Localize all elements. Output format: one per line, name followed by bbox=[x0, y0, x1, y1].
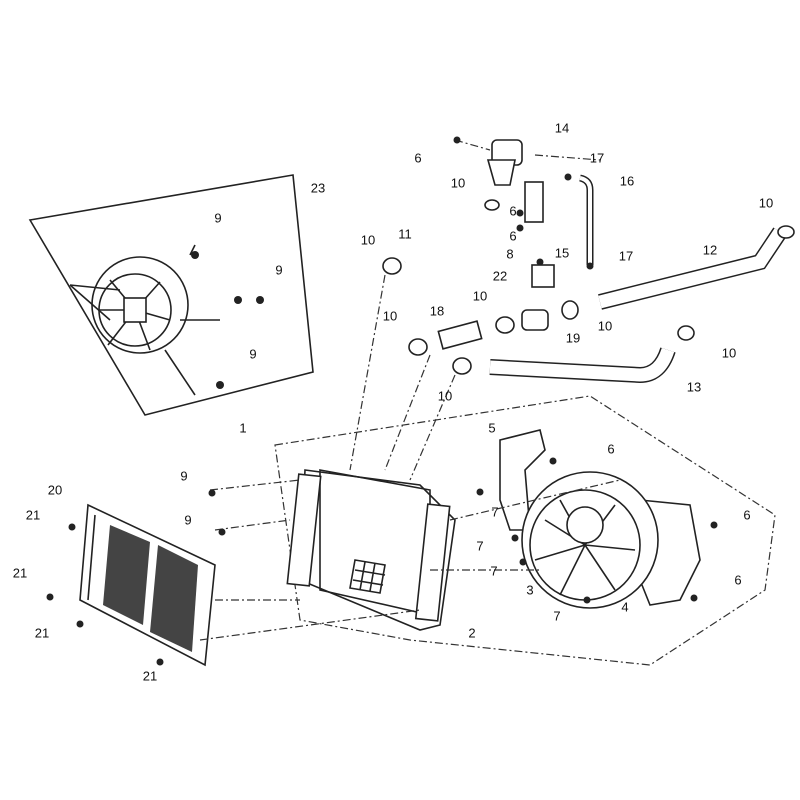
callout-number: 19 bbox=[565, 330, 581, 346]
callout-number: 14 bbox=[554, 120, 570, 136]
callout-number: 3 bbox=[526, 582, 534, 598]
callout-number: 9 bbox=[180, 468, 188, 484]
callout-number: 4 bbox=[621, 599, 629, 615]
fan-assembly bbox=[499, 429, 701, 609]
inset-fan bbox=[69, 244, 220, 396]
callout-number: 6 bbox=[607, 441, 615, 457]
callout-number: 16 bbox=[619, 173, 635, 189]
callout-number: 6 bbox=[509, 228, 517, 244]
callout-number: 2 bbox=[468, 625, 476, 641]
callout-number: 10 bbox=[382, 308, 398, 324]
callout-number: 13 bbox=[686, 379, 702, 395]
callout-number: 7 bbox=[476, 538, 484, 554]
callout-number: 22 bbox=[492, 268, 508, 284]
callout-number: 8 bbox=[506, 246, 514, 262]
main-panel bbox=[274, 395, 776, 666]
callout-number: 15 bbox=[554, 245, 570, 261]
radiator-grille bbox=[79, 503, 216, 667]
callout-number: 10 bbox=[437, 388, 453, 404]
callout-number: 9 bbox=[249, 346, 257, 362]
callout-number: 6 bbox=[414, 150, 422, 166]
callout-number: 9 bbox=[214, 210, 222, 226]
callout-number: 5 bbox=[488, 420, 496, 436]
callout-number: 21 bbox=[12, 565, 28, 581]
callout-number: 6 bbox=[743, 507, 751, 523]
callout-number: 21 bbox=[25, 507, 41, 523]
callout-number: 7 bbox=[553, 608, 561, 624]
callout-number: 7 bbox=[490, 563, 498, 579]
bolts bbox=[46, 136, 718, 666]
callout-number: 21 bbox=[142, 668, 158, 684]
callout-number: 10 bbox=[597, 318, 613, 334]
callout-number: 10 bbox=[472, 288, 488, 304]
callout-number: 21 bbox=[34, 625, 50, 641]
callout-number: 10 bbox=[360, 232, 376, 248]
callout-number: 9 bbox=[275, 262, 283, 278]
callout-number: 18 bbox=[429, 303, 445, 319]
callout-number: 11 bbox=[398, 226, 412, 242]
callout-number: 1 bbox=[239, 420, 247, 436]
radiator bbox=[286, 469, 456, 631]
callout-number: 23 bbox=[310, 180, 326, 196]
hoses bbox=[403, 174, 787, 384]
callout-number: 10 bbox=[758, 195, 774, 211]
leader-lines bbox=[199, 139, 621, 641]
callout-number: 20 bbox=[47, 482, 63, 498]
callout-number: 9 bbox=[184, 512, 192, 528]
callout-number: 17 bbox=[589, 150, 605, 166]
inset-panel-fan bbox=[28, 174, 314, 416]
callout-number: 7 bbox=[491, 504, 499, 520]
callout-number: 10 bbox=[450, 175, 466, 191]
callout-number: 6 bbox=[734, 572, 742, 588]
callout-number: 17 bbox=[618, 248, 634, 264]
callout-number: 12 bbox=[702, 242, 718, 258]
reservoir-and-fittings bbox=[382, 139, 795, 375]
callout-number: 10 bbox=[721, 345, 737, 361]
callout-number: 6 bbox=[509, 203, 517, 219]
